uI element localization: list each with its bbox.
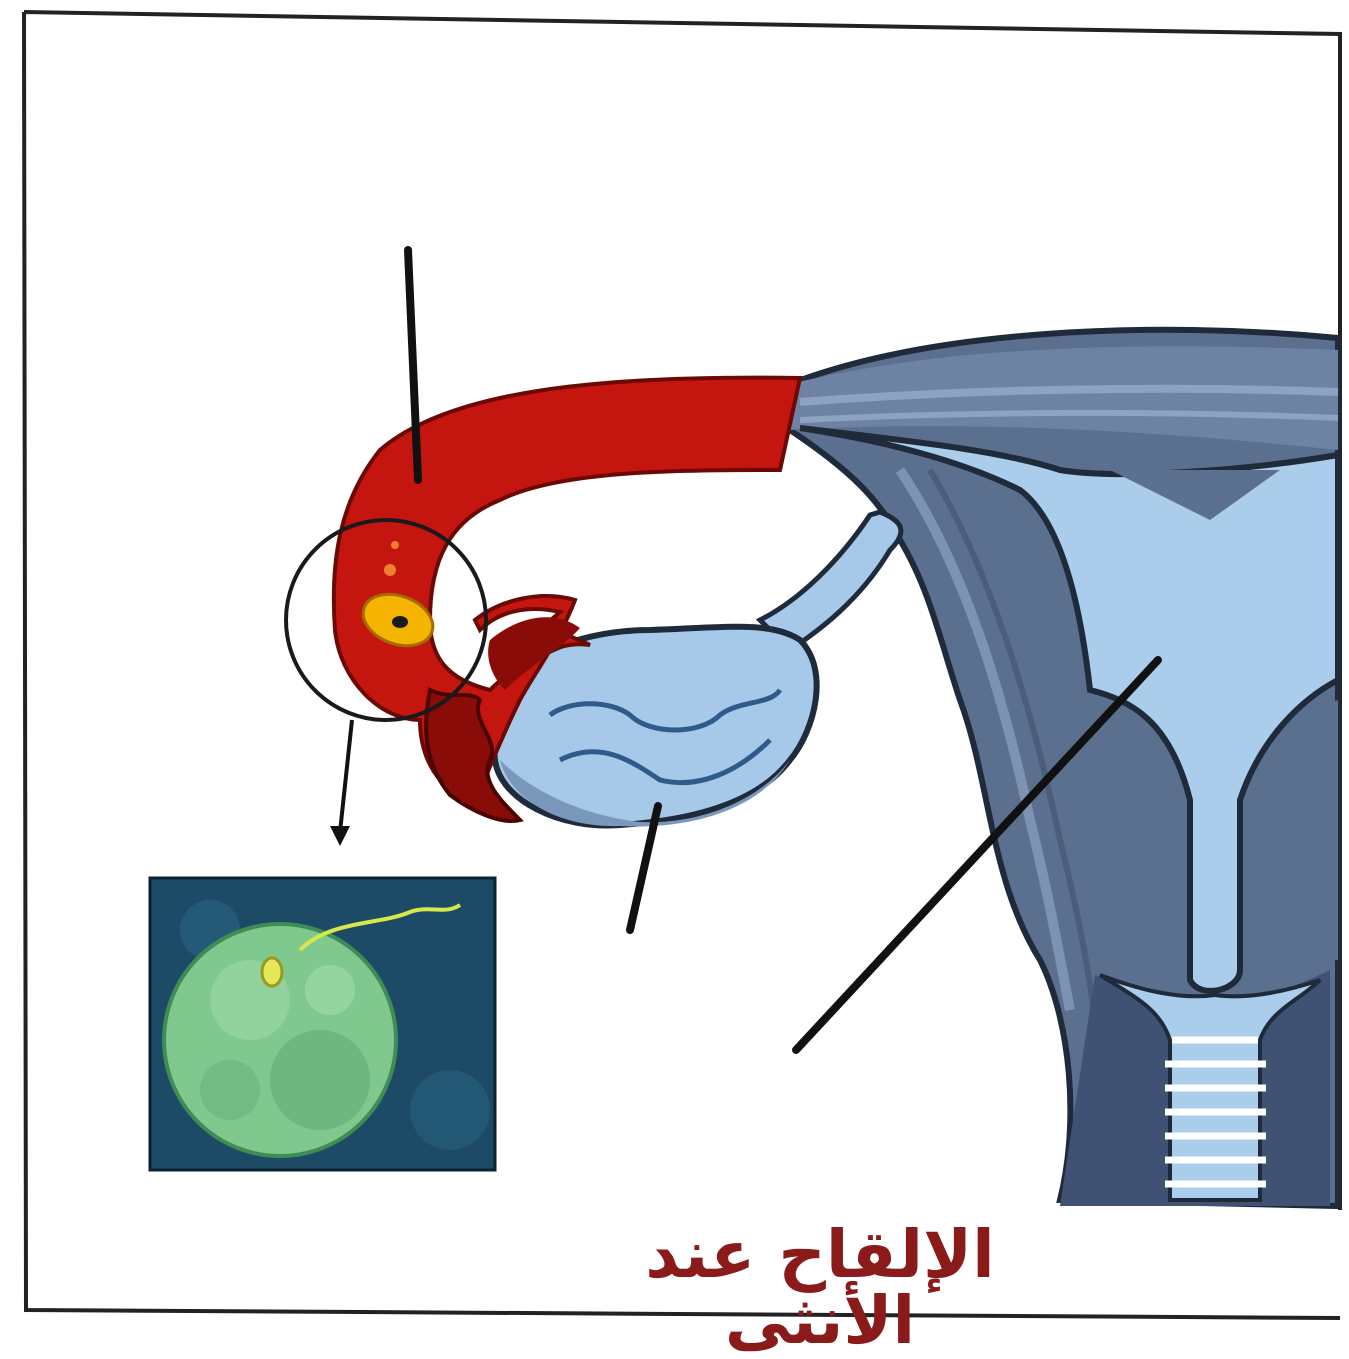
micrograph [150, 878, 495, 1170]
zoom-arrow-head [330, 826, 350, 846]
diagram-caption: الإلقاح عند الأنثى [560, 1222, 1080, 1354]
zoom-arrow-line [340, 720, 352, 832]
uterus [790, 330, 1338, 1206]
micrograph-egg [164, 924, 396, 1156]
cervix-rings [1165, 1040, 1266, 1184]
ovary-group [494, 512, 901, 826]
sperm-head [262, 958, 282, 986]
